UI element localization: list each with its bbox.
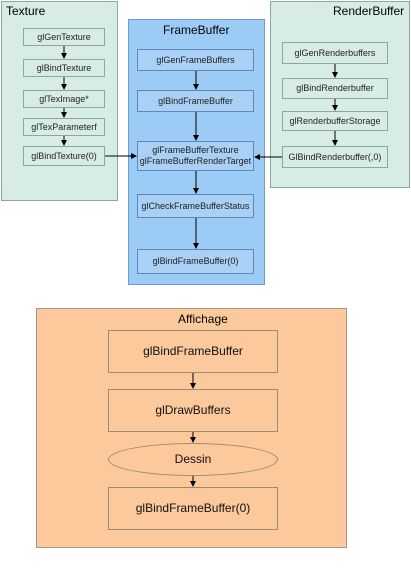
node-gl-bind-texture-0: glBindTexture(0) [23,146,105,166]
node-gl-gen-texture: glGenTexture [23,28,105,46]
texture-panel-title: Texture [6,4,46,18]
renderbuffer-panel-title: RenderBuffer [333,4,405,18]
node-affichage-gl-bind-framebuffer-0: glBindFrameBuffer(0) [108,487,278,530]
node-gl-bind-renderbuffer-0: GlBindRenderbuffer(,0) [282,146,388,168]
node-gl-gen-renderbuffers: glGenRenderbuffers [282,42,388,64]
node-affichage-gl-bind-framebuffer: glBindFrameBuffer [108,330,278,373]
node-gl-tex-image: glTexImage* [23,90,105,108]
node-gl-check-framebuffer-status: glCheckFrameBufferStatus [137,194,254,218]
node-gl-gen-framebuffers: glGenFrameBuffers [137,49,254,71]
node-affichage-gl-draw-buffers: glDrawBuffers [108,389,278,432]
node-gl-tex-parameterf: glTexParameterf [23,118,105,136]
node-gl-renderbuffer-storage: glRenderbufferStorage [282,111,388,131]
node-gl-bind-texture: glBindTexture [23,59,105,77]
node-gl-bind-renderbuffer: glBindRenderbuffer [282,78,388,99]
node-gl-bind-framebuffer: glBindFrameBuffer [137,90,254,112]
framebuffer-panel-title: FrameBuffer [163,23,230,37]
node-affichage-dessin: Dessin [108,443,278,476]
affichage-panel-title: Affichage [178,312,228,326]
node-gl-framebuffer-rendertarget-label: glFrameBufferRenderTarget [139,156,252,166]
node-gl-framebuffer-texture-rendertarget: glFrameBufferTexture glFrameBufferRender… [137,141,254,171]
node-gl-framebuffer-texture-label: glFrameBufferTexture [152,145,239,155]
node-gl-bind-framebuffer-0: glBindFrameBuffer(0) [137,249,254,274]
